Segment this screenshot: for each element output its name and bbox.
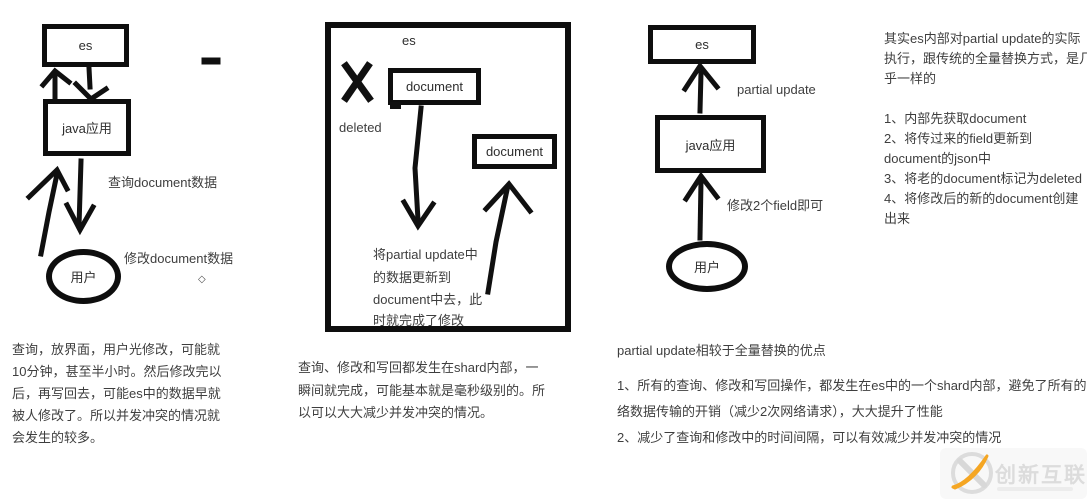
left-paragraph-line: 会发生的较多。 — [12, 430, 104, 445]
left-modify-caption: 修改document数据 — [124, 251, 234, 266]
left-es-box: es — [42, 24, 129, 67]
right-partial-update-caption: partial update — [737, 82, 816, 97]
left-paragraph-line: 查询，放界面，用户光修改，可能就 — [12, 342, 221, 357]
bottom-right-line: 1、所有的查询、修改和写回操作，都发生在es中的一个shard内部，避免了所有的… — [617, 378, 1087, 393]
watermark-bg — [940, 448, 1087, 499]
right-step-line: 4、将修改后的新的document创建 — [884, 191, 1079, 206]
middle-document1-label: document — [405, 79, 464, 94]
bottom-right-line: 2、减少了查询和修改中的时间间隔，可以有效减少并发冲突的情况 — [617, 430, 1002, 445]
middle-paragraph-line: 查询、修改和写回都发生在shard内部，一 — [298, 360, 539, 375]
right-step-line: 3、将老的document标记为deleted — [884, 171, 1082, 186]
right-es-box: es — [648, 25, 756, 64]
right-step-line: 1、内部先获取document — [884, 111, 1027, 126]
left-es-label: es — [78, 38, 93, 53]
middle-note-line: 时就完成了修改 — [373, 313, 465, 328]
right-step-line: 出来 — [884, 211, 911, 226]
middle-es-label: es — [402, 33, 416, 48]
middle-paragraph-line: 瞬间就完成，可能基本就是毫秒级别的。所 — [298, 383, 546, 398]
right-user-ellipse: 用户 — [666, 241, 748, 292]
right-java-label: java应用 — [685, 137, 736, 153]
watermark-logo-icon — [940, 448, 1087, 499]
small-diamond-mark: ◇ — [198, 274, 206, 285]
middle-document2-box: document — [472, 134, 557, 169]
right-step-line: document的json中 — [884, 151, 991, 166]
watermark-brand-text: 创新互联 — [995, 464, 1087, 487]
left-paragraph-line: 被人修改了。所以并发冲突的情况就 — [12, 408, 221, 423]
middle-document2-label: document — [485, 144, 544, 159]
left-arrow-diagonal-up-icon — [25, 165, 71, 257]
right-top-paragraph-line: 其实es内部对partial update的实际 — [884, 31, 1081, 46]
left-java-label: java应用 — [62, 121, 112, 136]
left-query-caption: 查询document数据 — [108, 175, 218, 190]
right-top-paragraph-line: 执行，跟传统的全量替换方式，是几 — [884, 51, 1087, 66]
bottom-right-title: partial update相较于全量替换的优点 — [617, 343, 826, 358]
left-paragraph-line: 后，再写回去，可能es中的数据早就 — [12, 386, 221, 401]
left-user-ellipse: 用户 — [46, 249, 121, 304]
left-arrow-down-long-icon — [63, 158, 97, 236]
middle-document1-box: document — [388, 68, 481, 105]
middle-paragraph-line: 以可以大大减少并发冲突的情况。 — [298, 405, 494, 420]
left-arrow-up-icon — [39, 67, 73, 100]
left-java-box: java应用 — [43, 99, 131, 156]
watermark-subtext-bar — [997, 487, 1073, 491]
left-user-label: 用户 — [70, 270, 97, 285]
middle-note-line: 的数据更新到 — [373, 270, 452, 285]
bottom-right-line: 络数据传输的开销（减少2次网络请求），大大提升了性能 — [617, 404, 943, 419]
middle-note-line: document中去，此 — [373, 292, 483, 307]
right-java-box: java应用 — [655, 115, 766, 173]
right-top-paragraph-line: 乎一样的 — [884, 71, 937, 86]
middle-note-line: 将partial update中 — [373, 247, 478, 262]
right-es-label: es — [695, 37, 709, 52]
middle-deleted-label: deleted — [339, 120, 382, 135]
right-modify-field-caption: 修改2个field即可 — [727, 198, 824, 213]
right-arrow-up-icon — [681, 61, 721, 114]
left-paragraph-line: 10分钟，甚至半小时。然后修改完以 — [12, 364, 222, 379]
right-step-line: 2、将传过来的field更新到 — [884, 131, 1033, 146]
left-arrow-down-icon — [72, 65, 110, 103]
right-user-label: 用户 — [693, 260, 720, 275]
right-arrow-up2-icon — [682, 171, 721, 241]
